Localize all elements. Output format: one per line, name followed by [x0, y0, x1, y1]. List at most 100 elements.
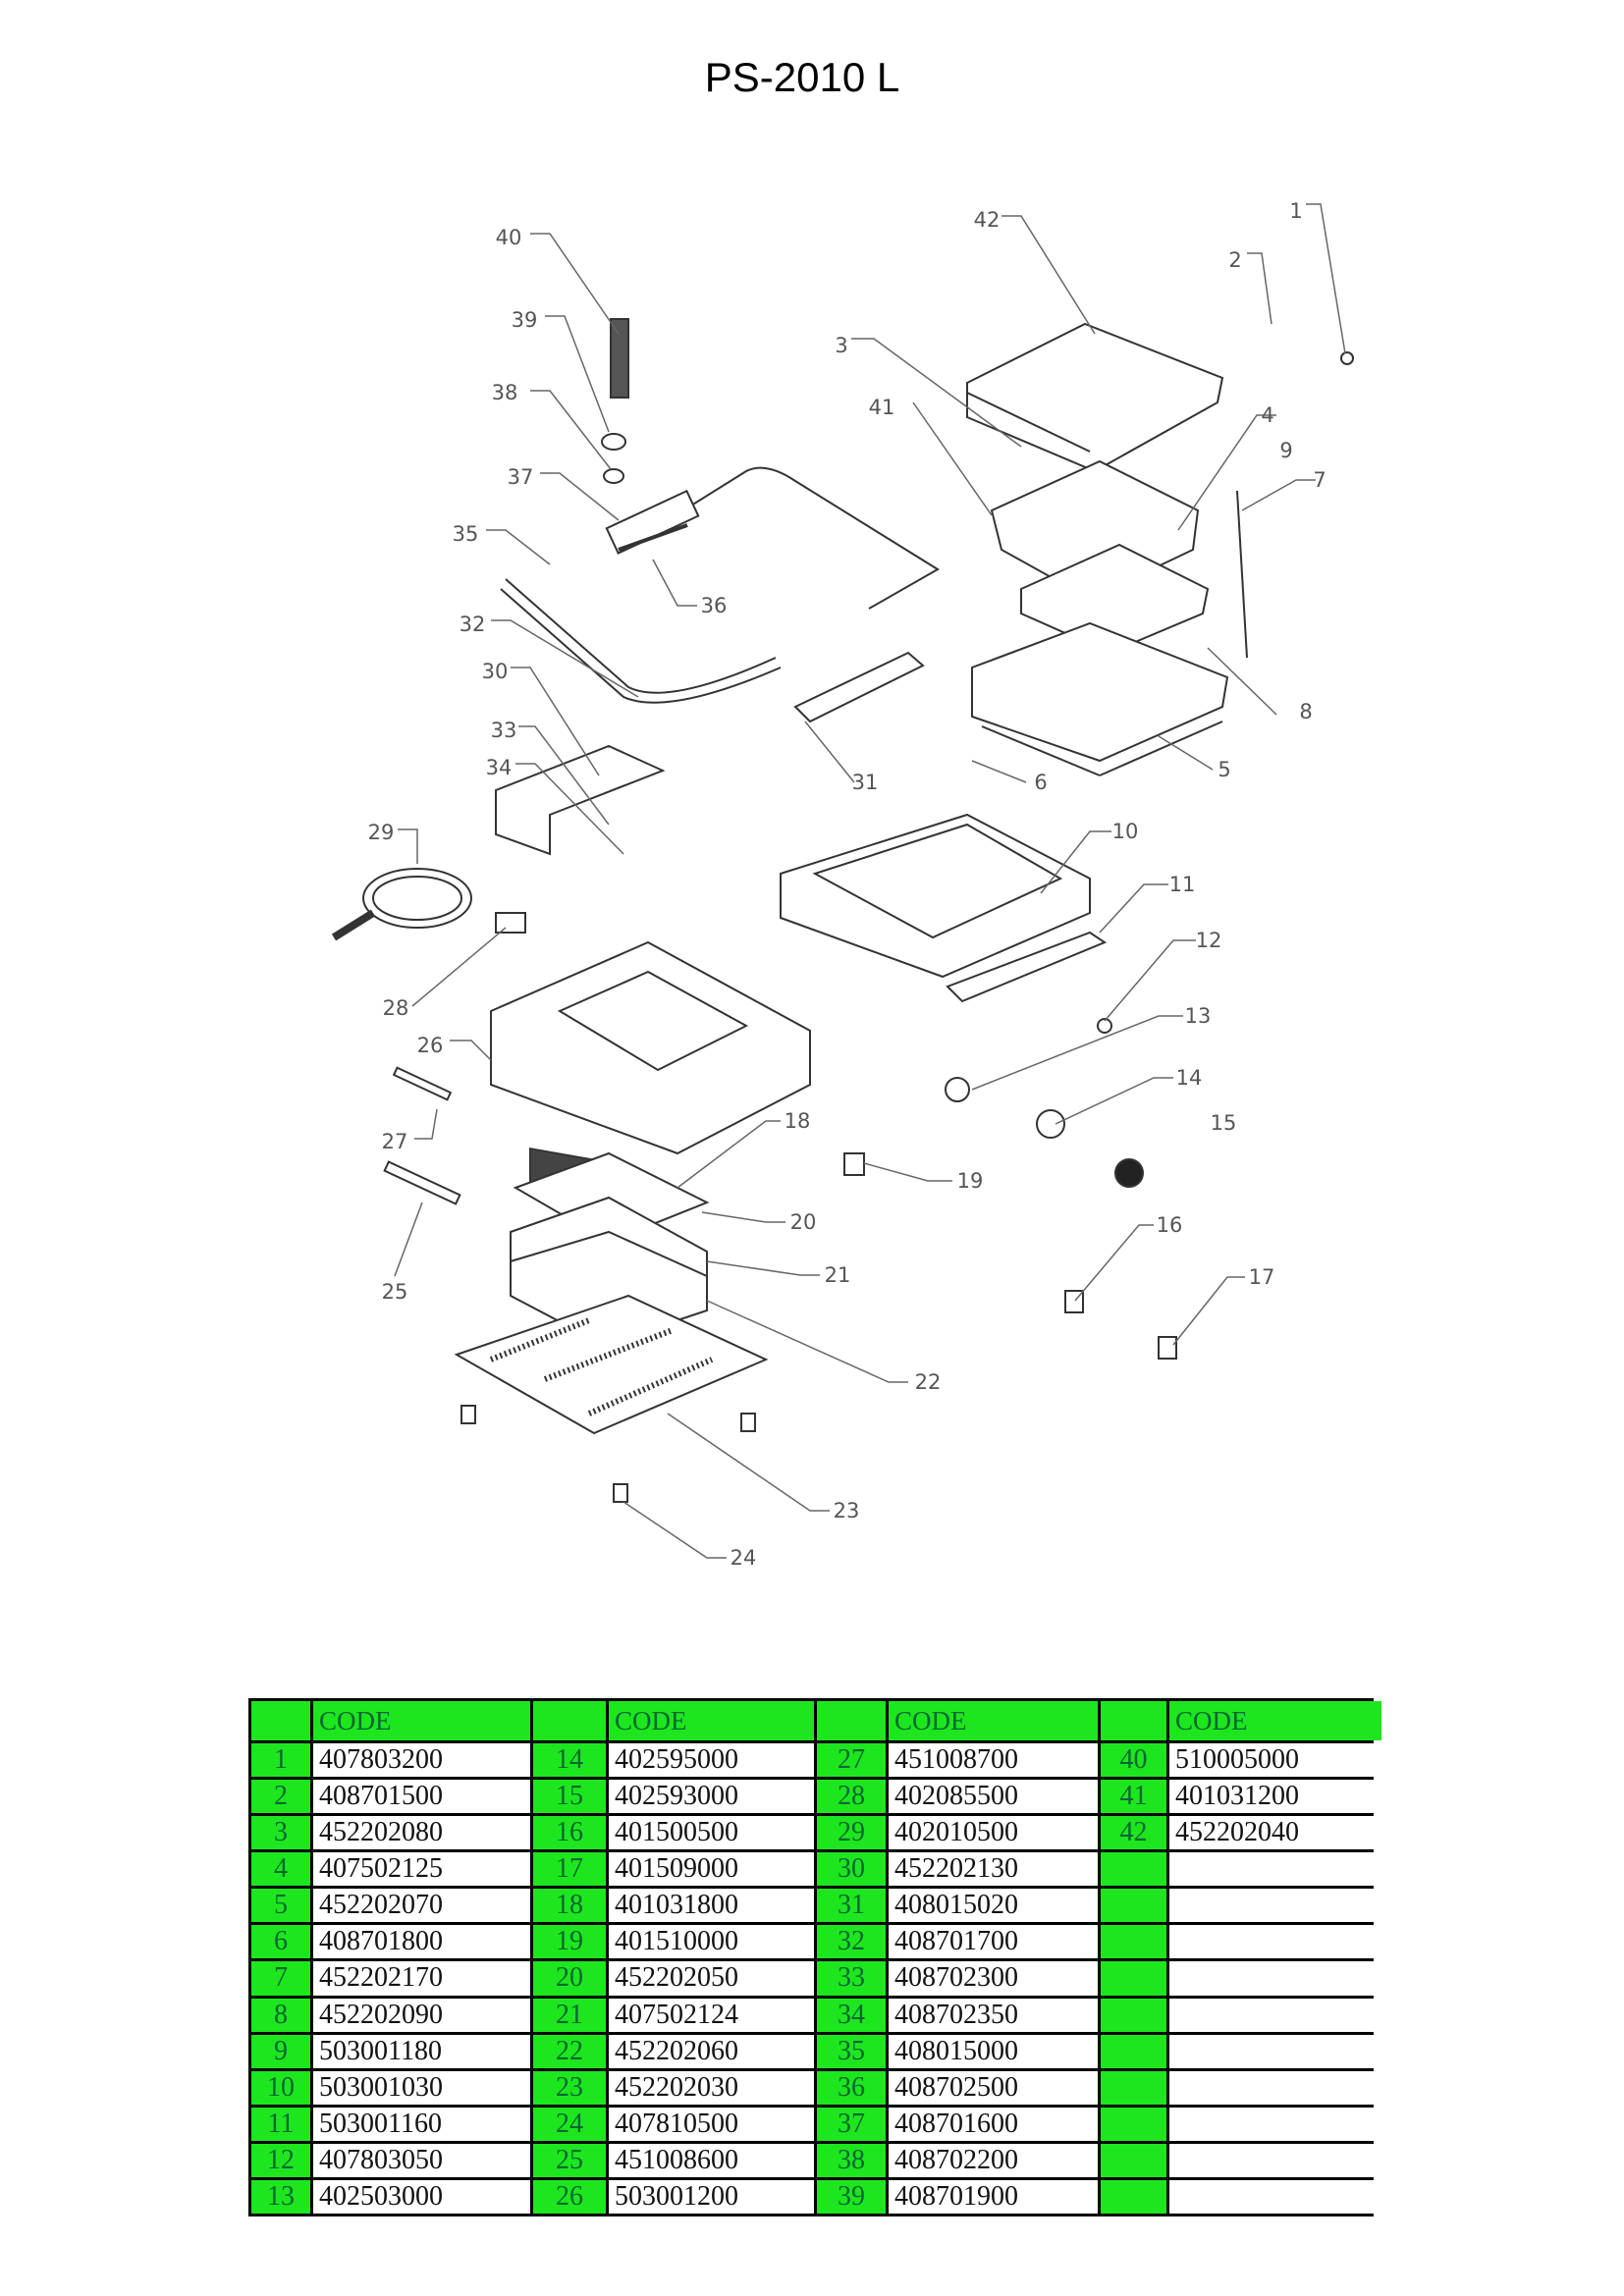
- callout-13: 13: [1184, 1004, 1212, 1028]
- callout-7: 7: [1313, 468, 1326, 492]
- item-number: [1101, 1961, 1166, 1996]
- callout-36: 36: [700, 594, 728, 617]
- item-code: 452202130: [889, 1852, 1098, 1887]
- callout-23: 23: [833, 1499, 860, 1522]
- item-number: [1101, 2107, 1166, 2141]
- callout-34: 34: [485, 756, 513, 779]
- item-number: 33: [817, 1961, 886, 1996]
- item-number: [1101, 2070, 1166, 2105]
- header-code: CODE: [313, 1701, 530, 1740]
- item-code: 402593000: [609, 1780, 814, 1814]
- callout-41: 41: [868, 396, 895, 419]
- callout-19: 19: [956, 1169, 984, 1193]
- item-code: [1169, 2107, 1381, 2141]
- item-code: 452202030: [609, 2070, 814, 2105]
- item-number: 42: [1101, 1816, 1166, 1850]
- item-number: 25: [533, 2143, 606, 2177]
- callout-40: 40: [495, 226, 522, 249]
- item-number: 1: [251, 1743, 310, 1778]
- header-code: CODE: [1169, 1701, 1381, 1740]
- part-base-housing: [490, 940, 811, 1155]
- item-number: 28: [817, 1780, 886, 1814]
- item-number: 32: [817, 1925, 886, 1959]
- header-code: CODE: [889, 1701, 1098, 1740]
- item-number: 35: [817, 2034, 886, 2068]
- item-number: 15: [533, 1780, 606, 1814]
- item-number: [1101, 2179, 1166, 2214]
- item-code: [1169, 2143, 1381, 2177]
- callout-16: 16: [1156, 1213, 1183, 1237]
- item-code: 408701500: [313, 1780, 530, 1814]
- item-number: [1101, 1852, 1166, 1887]
- item-number: 27: [817, 1743, 886, 1778]
- part-line: [966, 392, 1091, 453]
- callout-6: 6: [1034, 771, 1048, 794]
- item-number: 20: [533, 1961, 606, 1996]
- part-cord: [362, 868, 472, 929]
- callout-15: 15: [1210, 1111, 1237, 1135]
- part-25: [383, 1160, 461, 1205]
- part-tray-inner: [812, 823, 1063, 939]
- part-13: [1097, 1018, 1112, 1034]
- item-number: [1101, 1889, 1166, 1923]
- item-number: 16: [533, 1816, 606, 1850]
- part-base-opening: [557, 970, 749, 1072]
- item-number: 26: [533, 2179, 606, 2214]
- callout-14: 14: [1175, 1066, 1203, 1090]
- item-number: 37: [817, 2107, 886, 2141]
- item-code: 408701700: [889, 1925, 1098, 1959]
- item-code: 401031800: [609, 1889, 814, 1923]
- item-code: [1169, 1998, 1381, 2032]
- callout-4: 4: [1261, 403, 1274, 427]
- callout-3: 3: [835, 334, 848, 357]
- callout-24: 24: [730, 1546, 757, 1570]
- item-number: [1101, 2143, 1166, 2177]
- item-number: 11: [251, 2107, 310, 2141]
- callout-35: 35: [452, 522, 479, 546]
- callout-28: 28: [382, 996, 409, 1020]
- item-number: [1101, 1998, 1166, 2032]
- part-top-cover: [966, 322, 1224, 473]
- part-40: [610, 318, 629, 399]
- item-code: 503001180: [313, 2034, 530, 2068]
- part-1: [1340, 351, 1354, 365]
- item-number: 17: [533, 1852, 606, 1887]
- item-code: 402010500: [889, 1816, 1098, 1850]
- part-11: [946, 931, 1108, 1003]
- callout-38: 38: [491, 381, 518, 404]
- part-37: [603, 468, 624, 484]
- item-number: 14: [533, 1743, 606, 1778]
- item-number: 18: [533, 1889, 606, 1923]
- part-28: [495, 912, 526, 934]
- callout-31: 31: [851, 771, 879, 794]
- callout-25: 25: [381, 1280, 408, 1304]
- item-code: 503001160: [313, 2107, 530, 2141]
- item-number: 13: [251, 2179, 310, 2214]
- item-number: 21: [533, 1998, 606, 2032]
- part-tray: [780, 813, 1091, 979]
- part-foot: [740, 1413, 756, 1432]
- part-line: [1099, 721, 1223, 776]
- item-code: 451008700: [889, 1743, 1098, 1778]
- item-number: 4: [251, 1852, 310, 1887]
- callout-8: 8: [1299, 700, 1313, 723]
- item-number: 40: [1101, 1743, 1166, 1778]
- item-code: 407810500: [609, 2107, 814, 2141]
- callout-27: 27: [381, 1130, 408, 1153]
- item-number: 7: [251, 1961, 310, 1996]
- item-code: 510005000: [1169, 1743, 1381, 1778]
- item-code: 407803050: [313, 2143, 530, 2177]
- item-code: 452202170: [313, 1961, 530, 1996]
- item-code: [1169, 1925, 1381, 1959]
- leader-lines: [394, 203, 1346, 1559]
- item-code: 408702350: [889, 1998, 1098, 2032]
- item-code: 452202070: [313, 1889, 530, 1923]
- item-number: 12: [251, 2143, 310, 2177]
- item-code: 408701900: [889, 2179, 1098, 2214]
- item-code: [1169, 1889, 1381, 1923]
- item-number: 3: [251, 1816, 310, 1850]
- header-code: CODE: [609, 1701, 814, 1740]
- part-foot: [613, 1483, 628, 1503]
- diagram-drawing: [331, 203, 1354, 1559]
- item-code: 408701600: [889, 2107, 1098, 2141]
